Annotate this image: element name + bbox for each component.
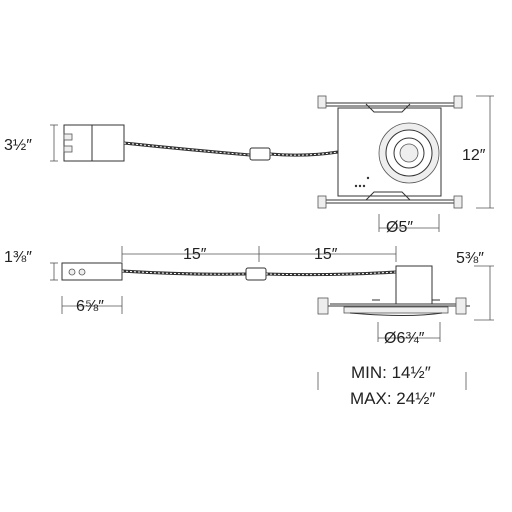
cable-length-left-label: 15″ [183,246,207,263]
junction-box-side [61,262,123,281]
housing-side [317,265,470,316]
junction-box-top [63,124,125,162]
span-dimension: MIN: 14½″ MAX: 24½″ [317,363,467,408]
side-view: 1⅜″ 15″ 15″ [4,246,494,408]
top-view: 3½″ [4,95,494,236]
housing-height-label: 12″ [462,147,486,164]
housing-height-dimension: 12″ [462,95,494,209]
junction-box-depth-dimension: 1⅜″ [4,249,58,281]
cable-side [121,267,397,281]
aperture-dimension: Ø5″ [378,214,440,236]
junction-box-height-dimension: 3½″ [4,124,58,162]
min-span-label: MIN: 14½″ [351,363,431,382]
cable-length-right-label: 15″ [314,246,338,263]
housing-top [317,95,463,209]
housing-depth-label: 5⅜″ [456,250,484,267]
junction-box-height-label: 3½″ [4,137,32,154]
trim-diameter-label: Ø6¾″ [384,330,425,347]
junction-box-width-label: 6⅝″ [76,298,104,315]
max-span-label: MAX: 24½″ [350,389,435,408]
cable-top [123,141,339,161]
cable-length-dimension: 15″ 15″ [121,246,397,263]
aperture-label: Ø5″ [386,219,413,236]
housing-depth-dimension: 5⅜″ [456,250,494,321]
junction-box-width-dimension: 6⅝″ [61,296,123,315]
junction-box-depth-label: 1⅜″ [4,249,32,266]
trim-diameter-dimension: Ø6¾″ [377,322,441,347]
